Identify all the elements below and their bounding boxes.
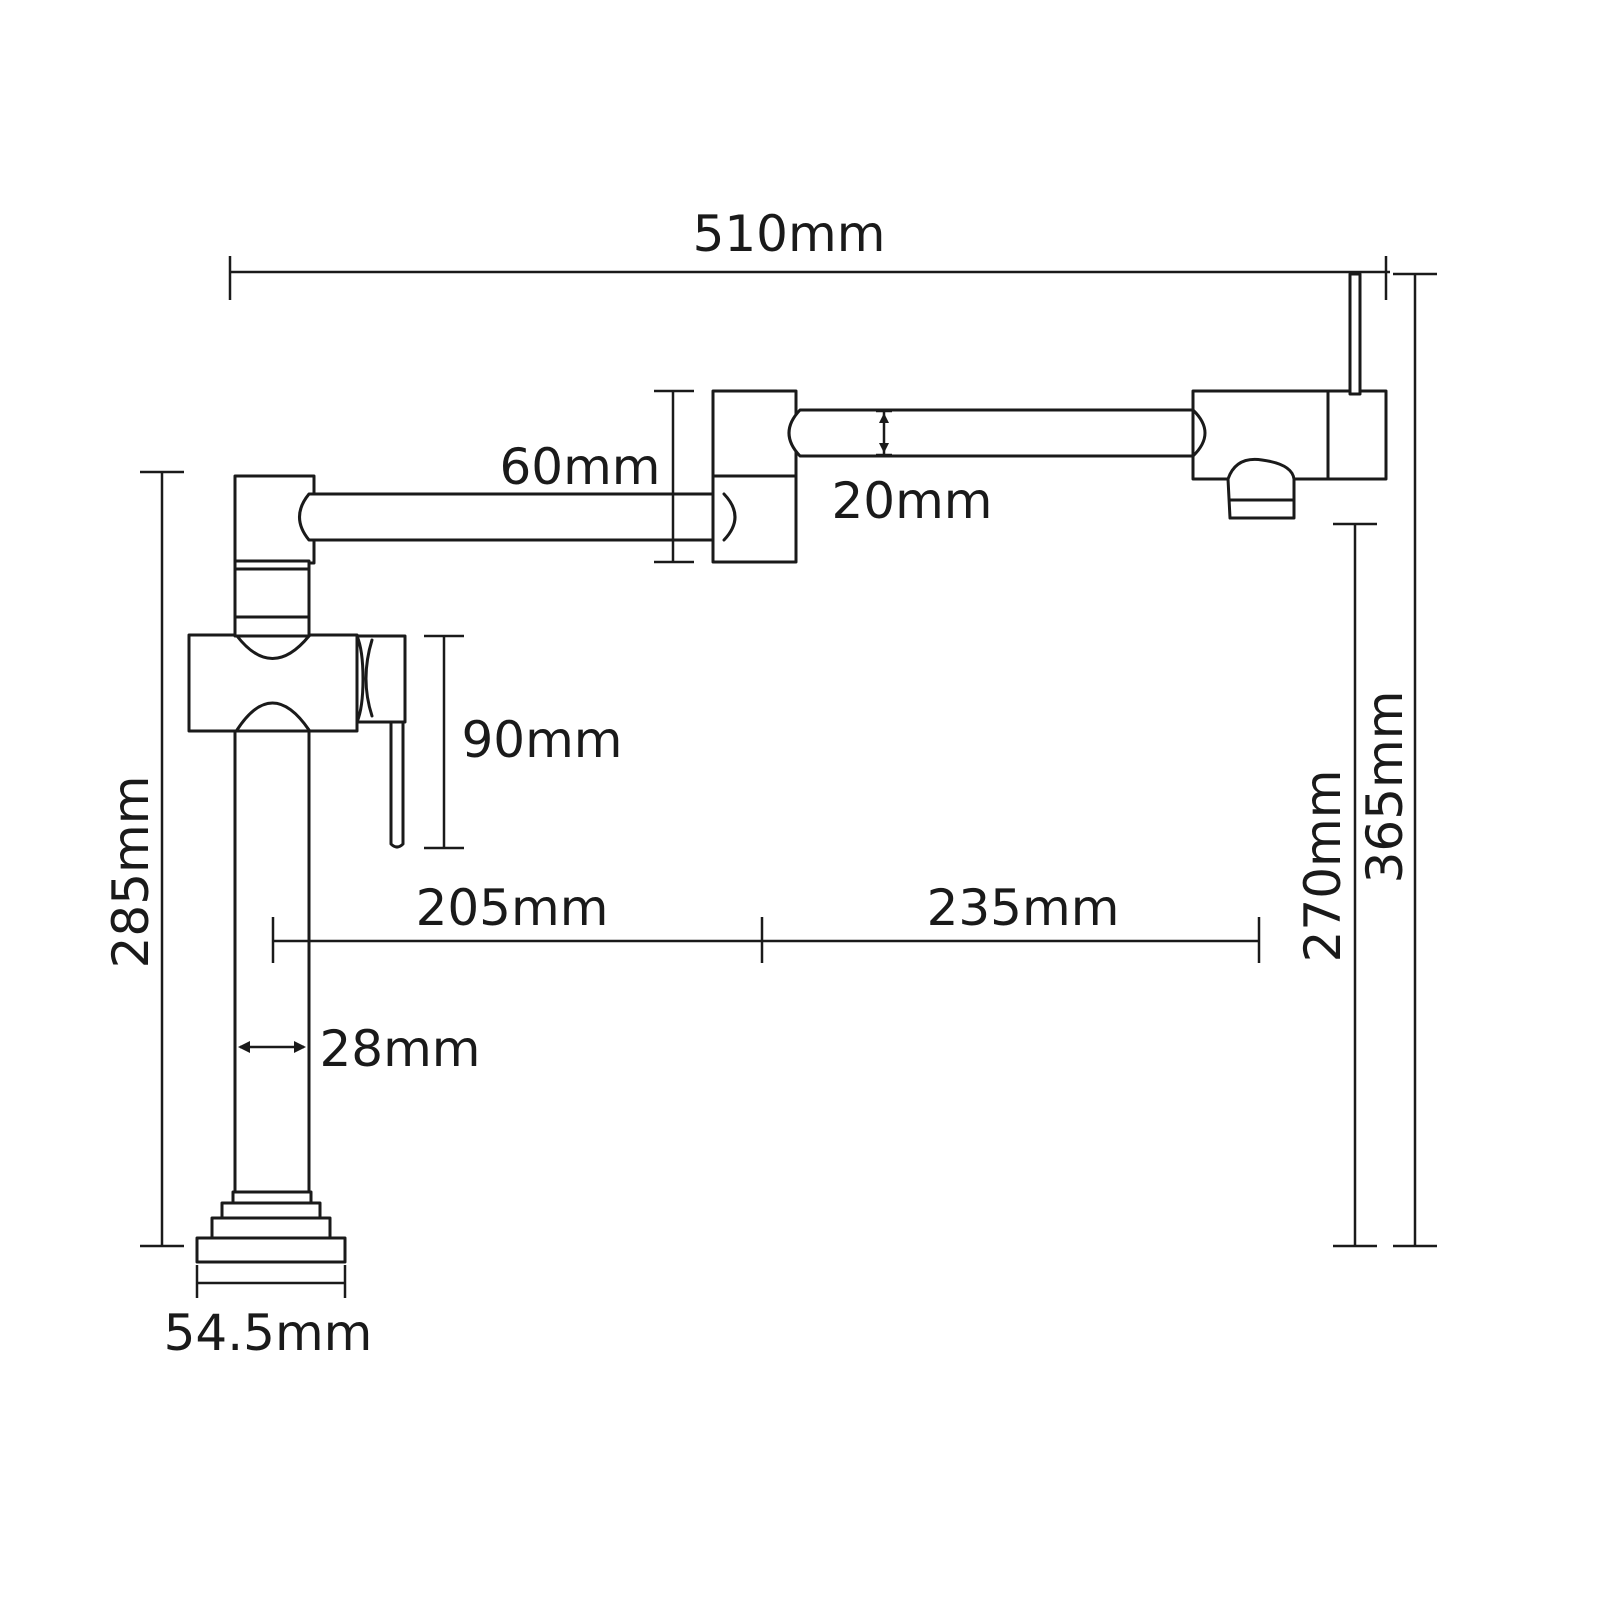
swivel-collar-1 xyxy=(233,559,311,571)
dimension-labels: 510mm 60mm 20mm 90mm 205mm 235mm 28mm 54… xyxy=(102,205,1414,1362)
lever-handle-inner xyxy=(364,638,374,718)
aerator xyxy=(1226,457,1296,520)
base-plate xyxy=(195,1236,347,1264)
dim-arrow-28-left xyxy=(238,1041,250,1053)
faucet-body xyxy=(187,272,1388,1264)
label-joint-height: 60mm xyxy=(499,438,660,496)
label-reach-outer: 235mm xyxy=(927,879,1120,937)
mixer-upper-curve xyxy=(235,634,311,660)
label-column-diameter: 28mm xyxy=(319,1020,480,1078)
label-handle-height: 90mm xyxy=(461,711,622,769)
label-arm-diameter: 20mm xyxy=(831,472,992,530)
label-reach-inner: 205mm xyxy=(416,879,609,937)
dim-arrow-20-down xyxy=(879,443,889,453)
arm-2 xyxy=(787,408,1195,458)
label-overall-height-left: 285mm xyxy=(102,776,160,969)
lever-rod xyxy=(389,720,405,849)
column-upper xyxy=(233,565,311,638)
mixer-lower-curve xyxy=(235,701,311,732)
spout-head-curve xyxy=(1191,408,1207,458)
label-overall-height-right: 365mm xyxy=(1356,691,1414,884)
base-step-lower xyxy=(210,1216,332,1240)
dim-arrow-28-right xyxy=(294,1041,306,1053)
base-step-middle xyxy=(220,1201,322,1220)
spout-cap xyxy=(1326,389,1388,481)
swivel-joint-2-lower-curve xyxy=(722,492,737,542)
dim-arrow-20-up xyxy=(879,413,889,423)
label-spout-clearance: 270mm xyxy=(1294,770,1352,963)
dimension-lines xyxy=(140,256,1437,1298)
spout-pin xyxy=(1348,272,1362,396)
lever-handle xyxy=(355,634,407,724)
mixer-block xyxy=(187,633,359,733)
base-step-upper xyxy=(231,1190,313,1205)
arm-1 xyxy=(298,492,726,542)
label-base-diameter: 54.5mm xyxy=(164,1304,373,1362)
label-overall-width: 510mm xyxy=(693,205,886,263)
